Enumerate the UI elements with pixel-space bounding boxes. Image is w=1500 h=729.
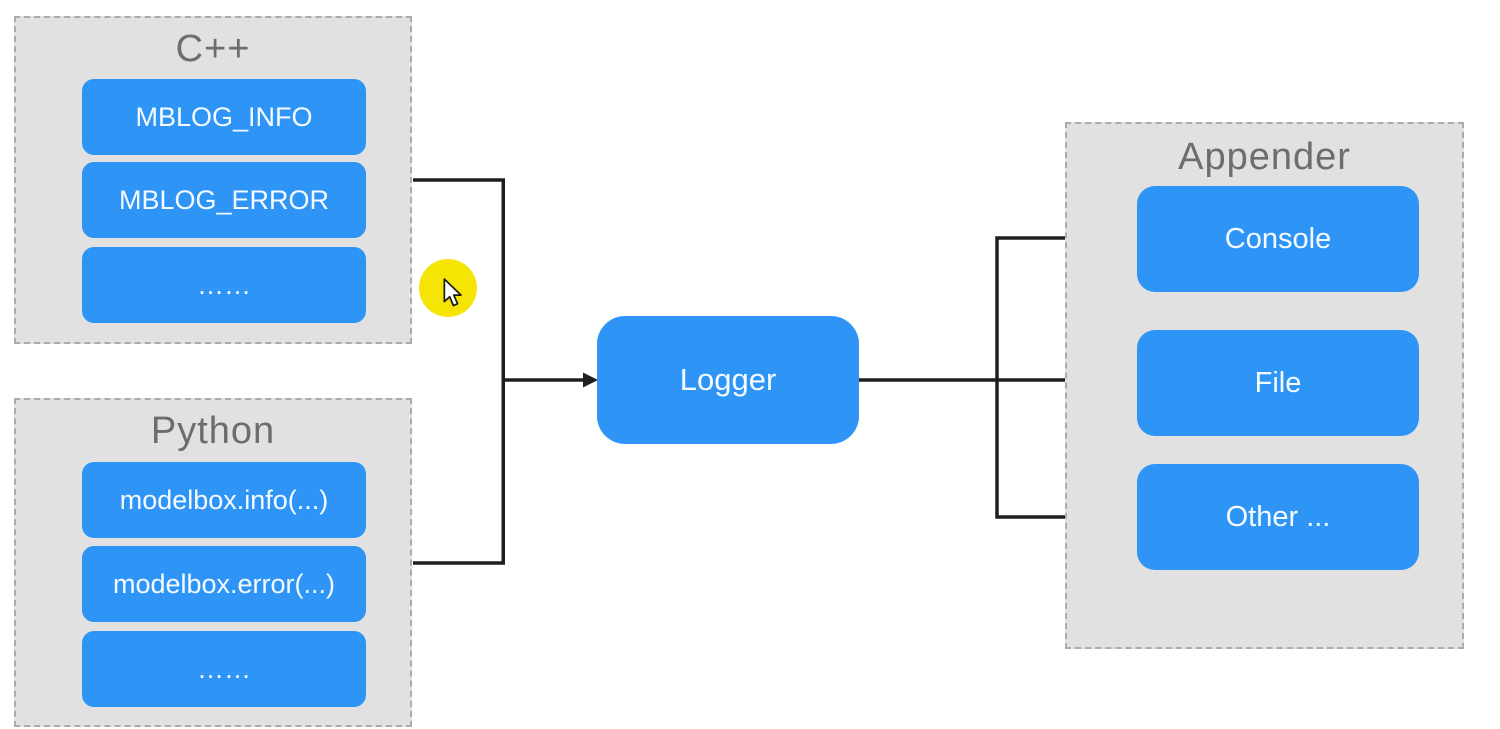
node-mblog-error: MBLOG_ERROR [82,162,366,238]
cpp-python-merge-connector [413,178,505,565]
node-python-more: …… [82,631,366,707]
group-cpp-title: C++ [175,28,251,70]
logger-input-arrowhead [583,372,598,388]
group-appender: Appender Console File Other ... [1065,122,1464,649]
node-cpp-more: …… [82,247,366,323]
group-appender-title: Appender [1178,136,1351,178]
mouse-cursor-icon [443,278,462,307]
node-mblog-info: MBLOG_INFO [82,79,366,155]
group-cpp: C++ MBLOG_INFO MBLOG_ERROR …… [14,16,412,344]
node-other: Other ... [1137,464,1419,570]
node-console: Console [1137,186,1419,292]
node-logger: Logger [597,316,859,444]
node-modelbox-error: modelbox.error(...) [82,546,366,622]
group-python: Python modelbox.info(...) modelbox.error… [14,398,412,727]
node-modelbox-info: modelbox.info(...) [82,462,366,538]
group-python-title: Python [150,410,276,452]
node-file: File [1137,330,1419,436]
